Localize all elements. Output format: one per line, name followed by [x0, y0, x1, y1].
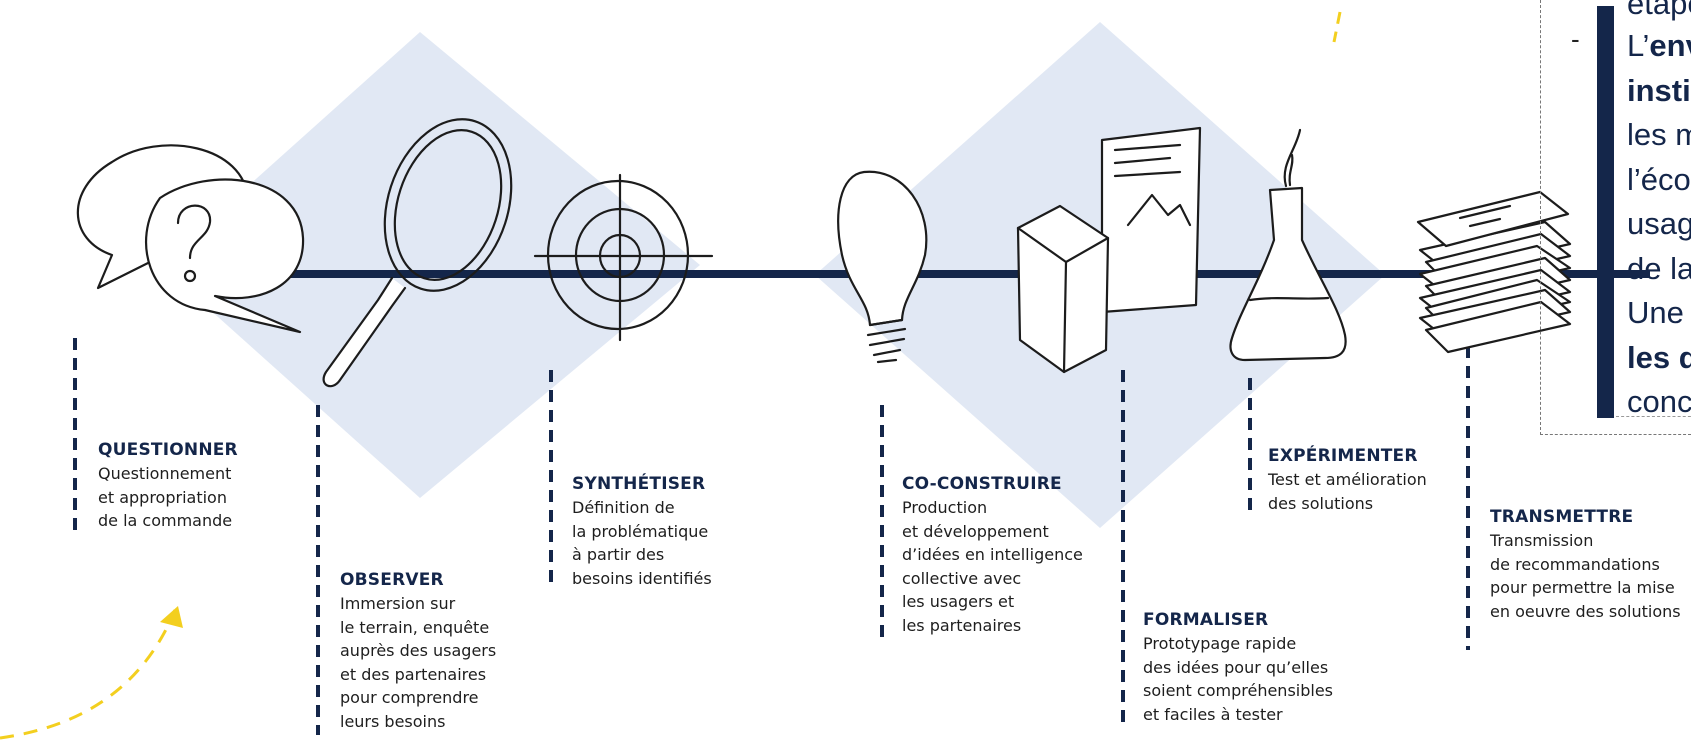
step-title: SYNTHÉTISER	[572, 474, 706, 494]
step-description-line: et faciles à tester	[1143, 704, 1283, 724]
note-line-part: L’	[1627, 28, 1650, 63]
step-title: FORMALISER	[1143, 610, 1269, 630]
decorative-arrow-path	[1332, 11, 1342, 43]
step-description-line: auprès des usagers	[340, 641, 497, 660]
step-description-line: des solutions	[1268, 493, 1374, 513]
step-description-line: de recommandations	[1490, 554, 1660, 574]
step-description-line: leurs besoins	[340, 711, 446, 731]
step-transmettre-label: TRANSMETTRE Transmission de recommandati…	[1490, 507, 1681, 623]
step-description-line: les partenaires	[902, 615, 1022, 635]
step-formaliser-label: FORMALISER Prototypage rapide des idées …	[1143, 610, 1333, 726]
step-description-line: d’idées en intelligence	[902, 545, 1083, 564]
step-description-line: collective avec	[902, 568, 1022, 588]
flask-icon	[1229, 128, 1347, 362]
document-stack-icon	[1416, 190, 1572, 354]
step-description-line: et développement	[902, 521, 1049, 541]
step-title: QUESTIONNER	[98, 440, 238, 460]
note-line: usage	[1627, 206, 1691, 241]
step-description-line: la problématique	[572, 521, 709, 541]
note-line: étape	[1627, 0, 1691, 21]
note-accent-bar	[1597, 6, 1614, 418]
note-line: Une c	[1627, 295, 1691, 330]
step-description-line: Immersion sur	[340, 594, 456, 613]
step-description-line: le terrain, enquête	[340, 617, 490, 637]
note-line-bold: env	[1649, 28, 1691, 63]
prototype-cube-document-icon	[1016, 126, 1202, 374]
note-bullet: -	[1571, 24, 1580, 54]
step-title: OBSERVER	[340, 570, 444, 590]
note-line: de la	[1627, 251, 1691, 286]
note-line: instit	[1627, 73, 1691, 108]
step-description-line: besoins identifiés	[572, 568, 712, 588]
step-description-line: à partir des	[572, 545, 665, 564]
lightbulb-icon	[837, 170, 928, 364]
note-line: les m	[1627, 117, 1691, 152]
step-description-line: et des partenaires	[340, 664, 487, 684]
note-line: les d	[1627, 340, 1691, 375]
step-title: CO-CONSTRUIRE	[902, 474, 1062, 494]
step-description-line: et appropriation	[98, 487, 227, 507]
step-title: EXPÉRIMENTER	[1268, 446, 1418, 466]
step-description-line: les usagers et	[902, 592, 1015, 611]
step-description-line: pour permettre la mise	[1490, 578, 1675, 597]
step-description-line: de la commande	[98, 511, 233, 530]
step-description-line: pour comprendre	[340, 688, 479, 707]
step-synthetiser-label: SYNTHÉTISER Définition de la problématiq…	[572, 474, 712, 590]
arrow-head-icon	[160, 606, 183, 628]
step-experimenter-label: EXPÉRIMENTER Test et amélioration des so…	[1268, 446, 1427, 515]
step-description-line: Transmission	[1490, 531, 1594, 550]
note-line: conce	[1627, 384, 1691, 419]
target-icon	[533, 173, 714, 342]
decorative-arrow-path	[0, 609, 177, 740]
step-observer-label: OBSERVER Immersion sur le terrain, enquê…	[340, 570, 496, 733]
step-description-line: soient compréhensibles	[1143, 681, 1333, 700]
step-questionner-label: QUESTIONNER Questionnement et appropriat…	[98, 440, 238, 533]
step-description-line: des idées pour qu’elles	[1143, 657, 1329, 677]
note-line: L’env	[1627, 28, 1691, 64]
step-description-line: en oeuvre des solutions	[1490, 601, 1681, 621]
step-description-line: Production	[902, 498, 988, 517]
step-co-construire-label: CO-CONSTRUIRE Production et développemen…	[902, 474, 1083, 637]
step-description-line: Test et amélioration	[1268, 470, 1427, 489]
step-description-line: Questionnement	[98, 464, 232, 483]
speech-bubbles-question-icon	[76, 144, 305, 334]
background-diamond	[160, 32, 700, 498]
step-description-line: Prototypage rapide	[1143, 634, 1297, 653]
step-title: TRANSMETTRE	[1490, 507, 1634, 527]
step-description-line: Définition de	[572, 498, 675, 517]
note-inner-border	[1616, 416, 1691, 417]
magnifying-glass-icon	[322, 118, 513, 388]
